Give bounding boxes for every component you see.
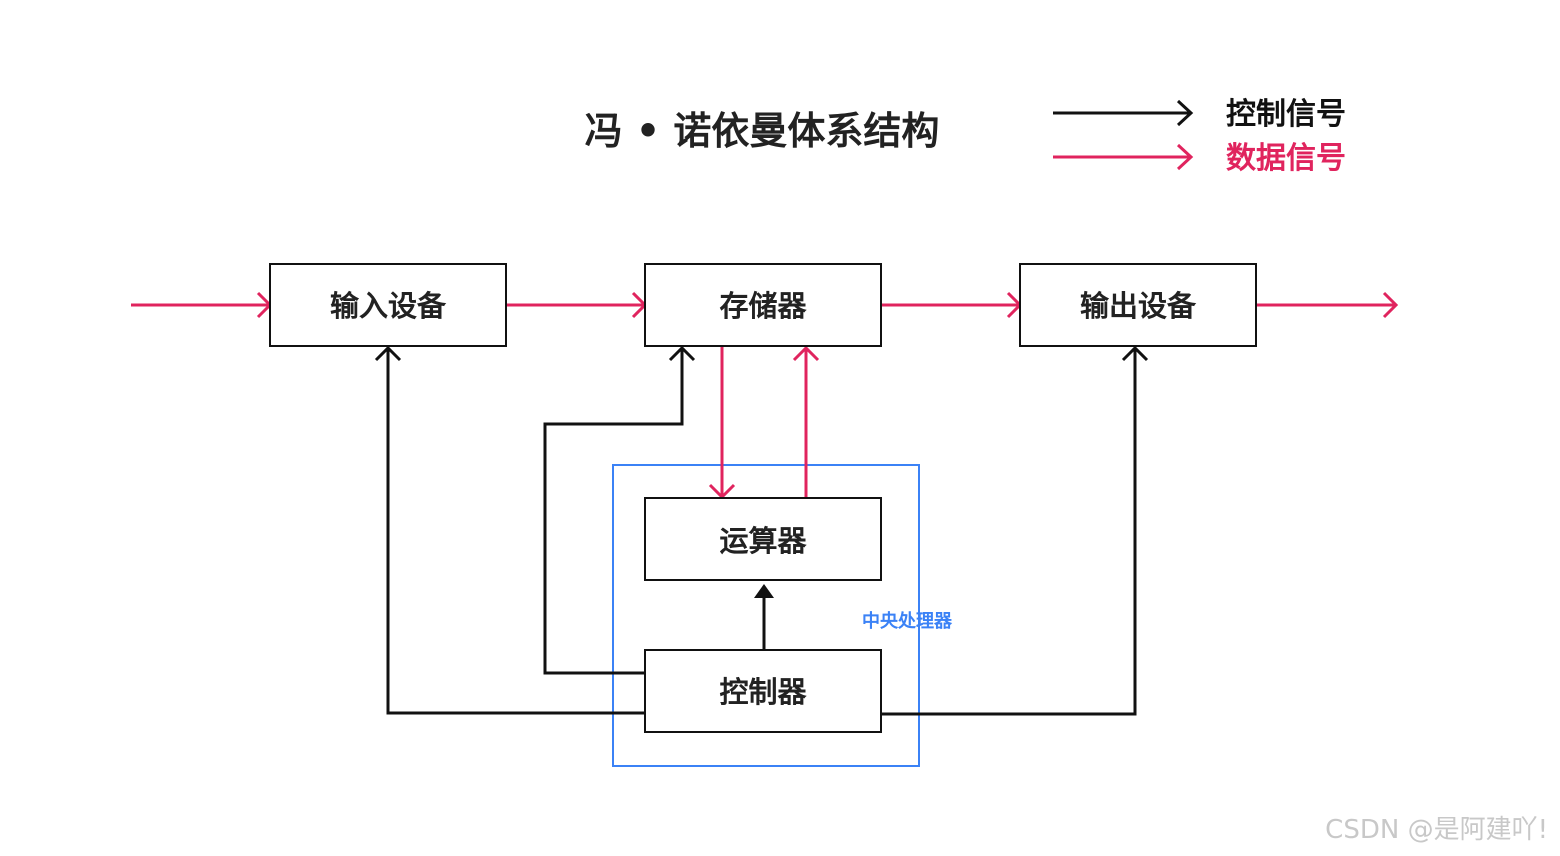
diagram-title: 冯 • 诺依曼体系结构 bbox=[585, 109, 940, 153]
box-memory-label: 存储器 bbox=[719, 289, 807, 323]
box-control: 控制器 bbox=[644, 649, 882, 733]
data-arrow-alu-to-memory bbox=[792, 345, 820, 497]
data-arrow-into-input bbox=[131, 291, 273, 319]
cpu-label: 中央处理器 bbox=[862, 610, 953, 632]
box-alu-frame bbox=[644, 497, 882, 581]
box-input-frame bbox=[269, 263, 507, 347]
legend-control-arrowhead bbox=[1176, 99, 1194, 127]
data-arrow-memory-to-alu bbox=[708, 347, 736, 500]
control-arrow-to-output bbox=[882, 345, 1149, 716]
box-memory: 存储器 bbox=[644, 263, 882, 347]
control-arrowhead-to-alu bbox=[754, 584, 774, 598]
box-output-label: 输出设备 bbox=[1080, 289, 1197, 323]
watermark: CSDN @是阿建吖! bbox=[1325, 815, 1548, 845]
box-input-label: 输入设备 bbox=[330, 289, 447, 323]
data-arrow-out-of-output bbox=[1257, 291, 1399, 319]
box-output-frame bbox=[1019, 263, 1257, 347]
data-signal-arrows bbox=[131, 291, 1399, 500]
box-control-frame bbox=[644, 649, 882, 733]
box-input: 输入设备 bbox=[269, 263, 507, 347]
legend-control-label: 控制信号 bbox=[1226, 97, 1346, 132]
box-memory-frame bbox=[644, 263, 882, 347]
control-signal-arrows bbox=[374, 345, 1149, 716]
box-output: 输出设备 bbox=[1019, 263, 1257, 347]
legend-data-arrowhead bbox=[1176, 143, 1194, 171]
cpu-boundary bbox=[612, 464, 920, 767]
control-arrow-to-input bbox=[374, 345, 645, 715]
data-arrow-memory-to-output bbox=[882, 291, 1023, 319]
box-control-label: 控制器 bbox=[719, 675, 807, 709]
box-alu-label: 运算器 bbox=[719, 524, 807, 558]
legend-data-label: 数据信号 bbox=[1226, 141, 1346, 176]
control-arrow-to-memory bbox=[543, 345, 696, 675]
box-alu: 运算器 bbox=[644, 497, 882, 581]
data-arrow-input-to-memory bbox=[507, 291, 648, 319]
legend: 控制信号 数据信号 bbox=[1053, 97, 1346, 176]
